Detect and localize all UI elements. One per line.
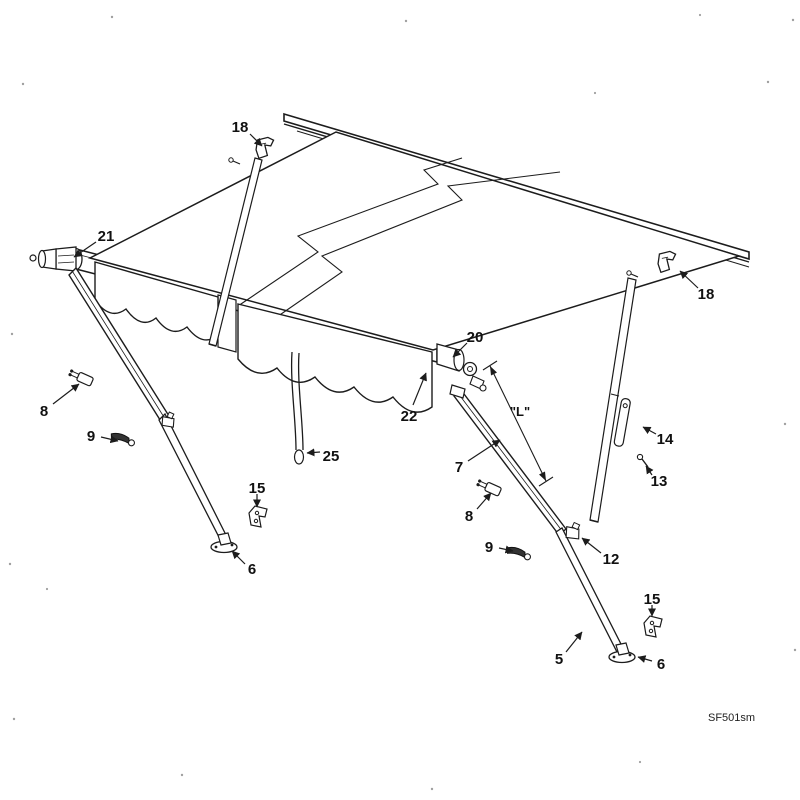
leader-line	[581, 537, 602, 554]
rafter-cover-right	[613, 398, 631, 447]
leader-line	[52, 383, 80, 405]
part-label-25: 25	[323, 448, 340, 465]
bottom-bracket-right	[643, 615, 663, 638]
part-label-20: 20	[467, 329, 484, 346]
leader-line	[452, 342, 468, 358]
leader-line	[467, 439, 501, 462]
arm-foot-left	[210, 532, 238, 554]
drawing-code: SF501sm	[708, 712, 755, 724]
part-label-8-right: 8	[465, 508, 473, 525]
leader-line	[565, 631, 583, 653]
part-label-8-left: 8	[40, 403, 48, 420]
part-label-15-right: 15	[644, 591, 661, 608]
support-arm-right	[449, 384, 624, 653]
leader-line	[637, 655, 653, 663]
leader-line	[73, 241, 97, 258]
arm-lever-left	[110, 432, 136, 447]
part-label-15-left: 15	[249, 480, 266, 497]
dimension-L: "L"	[482, 360, 554, 487]
leader-line	[679, 270, 699, 289]
part-label-13: 13	[651, 473, 668, 490]
callout-labels: 18 21 8 9 15 6 25 22 20 7 8 9 12 5 15 6 …	[40, 119, 715, 673]
part-label-9-left: 9	[87, 428, 95, 445]
leader-line	[231, 550, 246, 565]
part-label-6-left: 6	[248, 561, 256, 578]
part-label-18-right: 18	[698, 286, 715, 303]
rafter-screw-right	[636, 453, 649, 468]
rail-bracket-left-screw	[228, 157, 241, 165]
dimension-L-label: "L"	[510, 404, 530, 419]
rail-bracket-right	[657, 250, 677, 274]
part-label-5: 5	[555, 651, 563, 668]
leader-line	[100, 435, 119, 444]
valance-right	[237, 303, 433, 413]
leader-lines	[52, 133, 699, 663]
arm-foot-right	[608, 642, 636, 664]
arm-lever-right	[506, 546, 532, 561]
rafter-arm-left	[208, 157, 263, 347]
part-label-7: 7	[455, 459, 463, 476]
arm-clamp-right	[476, 479, 502, 497]
leader-line	[412, 372, 427, 406]
roller-idler-head-left	[29, 246, 77, 272]
part-label-22: 22	[401, 408, 418, 425]
torsion-assembly-right	[436, 343, 487, 392]
part-label-14: 14	[657, 431, 674, 448]
rail-bracket-left	[255, 136, 275, 160]
leader-line	[249, 133, 263, 147]
arm-slider-right	[565, 521, 581, 540]
rafter-arm-right	[589, 277, 637, 523]
arm-clamp-left	[68, 369, 94, 387]
valance-left	[94, 261, 219, 341]
bottom-bracket-left	[248, 505, 268, 528]
scan-noise-dots	[8, 13, 797, 791]
rail-bracket-right-screw	[626, 270, 639, 278]
part-label-18-left: 18	[232, 119, 249, 136]
part-label-21: 21	[98, 228, 115, 245]
leader-line	[642, 426, 657, 435]
leader-line	[645, 465, 654, 476]
leader-line	[498, 545, 514, 554]
pull-strap	[290, 351, 305, 465]
part-label-6-right: 6	[657, 656, 665, 673]
leader-line	[306, 448, 321, 457]
leader-line	[476, 492, 492, 510]
part-label-12: 12	[603, 551, 620, 568]
part-label-9-right: 9	[485, 539, 493, 556]
arm-slider-left	[161, 411, 175, 428]
